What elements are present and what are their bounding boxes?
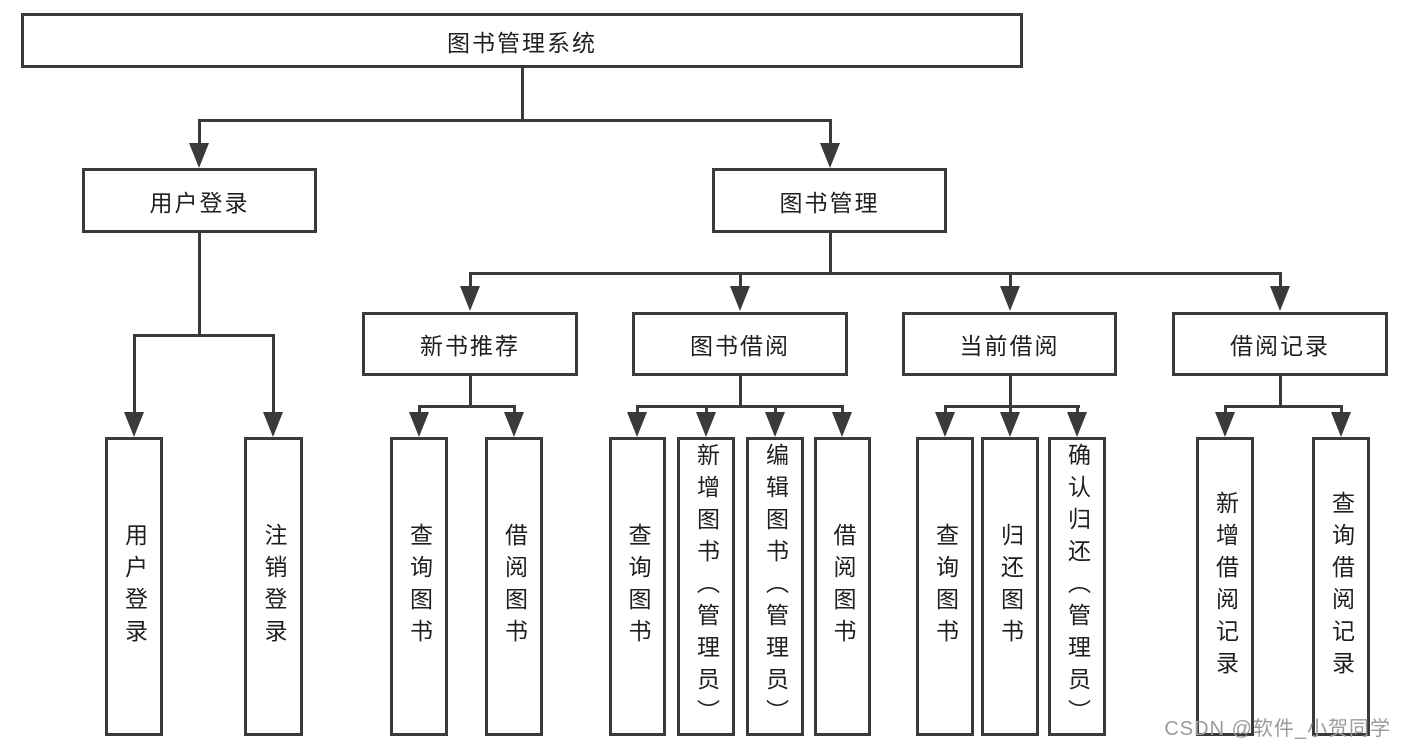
connector-line (774, 405, 777, 417)
leaf-label: 借阅图书 (830, 522, 856, 651)
csdn-watermark: CSDN @软件_小贺同学 (1164, 718, 1391, 740)
node-label: 用户登录 (149, 189, 250, 216)
arrowhead-icon (820, 143, 840, 168)
connector-line (705, 405, 708, 417)
leaf-logout: 注销登录 (244, 437, 303, 736)
node-label: 当前借阅 (959, 333, 1060, 359)
leaf-borrow-books-recommendation: 借阅图书 (485, 437, 543, 736)
leaf-label: 查询图书 (625, 522, 651, 651)
connector-line (636, 405, 844, 408)
connector-line (1224, 405, 1343, 408)
arrowhead-icon (627, 412, 647, 437)
node-borrowing-records: 借阅记录 (1172, 312, 1388, 376)
node-current-borrowing: 当前借阅 (902, 312, 1117, 376)
arrowhead-icon (263, 412, 283, 437)
arrowhead-icon (460, 286, 480, 311)
arrowhead-icon (124, 412, 144, 437)
node-user-login: 用户登录 (82, 168, 317, 233)
connector-line (469, 376, 472, 407)
arrowhead-icon (832, 412, 852, 437)
arrowhead-icon (189, 143, 209, 168)
arrowhead-icon (1270, 286, 1290, 311)
node-label: 借阅记录 (1230, 333, 1330, 359)
connector-line (418, 405, 421, 417)
node-label: 图书管理系统 (447, 29, 597, 56)
connector-line (1009, 376, 1012, 407)
arrowhead-icon (696, 412, 716, 437)
leaf-label: 确认归还（管理员） (1064, 442, 1091, 731)
connector-line (469, 272, 472, 290)
connector-line (1224, 405, 1227, 417)
arrowhead-icon (1215, 412, 1235, 437)
leaf-confirm-return-admin: 确认归还（管理员） (1048, 437, 1106, 736)
connector-line (636, 405, 639, 417)
arrowhead-icon (1000, 412, 1020, 437)
connector-line (1009, 272, 1012, 290)
leaf-query-borrow-record: 查询借阅记录 (1312, 437, 1370, 736)
connector-line (133, 334, 136, 416)
leaf-label: 借阅图书 (501, 522, 528, 651)
arrowhead-icon (730, 286, 750, 311)
node-book-management: 图书管理 (712, 168, 947, 233)
connector-line (133, 334, 275, 337)
connector-line (198, 119, 201, 147)
leaf-label: 新增图书（管理员） (693, 442, 720, 731)
leaf-label: 注销登录 (261, 522, 287, 651)
connector-line (1279, 272, 1282, 290)
connector-line (1279, 376, 1282, 407)
leaf-query-books-recommendation: 查询图书 (390, 437, 448, 736)
arrowhead-icon (765, 412, 785, 437)
leaf-add-books-admin: 新增图书（管理员） (677, 437, 735, 736)
connector-line (1076, 405, 1079, 417)
leaf-label: 用户登录 (121, 522, 148, 651)
connector-line (944, 405, 1080, 408)
connector-line (198, 119, 832, 122)
connector-line (272, 334, 275, 416)
connector-line (198, 233, 201, 336)
leaf-label: 新增借阅记录 (1212, 490, 1239, 683)
arrowhead-icon (1067, 412, 1087, 437)
arrowhead-icon (935, 412, 955, 437)
leaf-query-books-current: 查询图书 (916, 437, 974, 736)
connector-line (829, 233, 832, 274)
connector-line (521, 68, 524, 122)
connector-line (829, 119, 832, 147)
connector-line (739, 376, 742, 407)
connector-line (513, 405, 516, 417)
arrowhead-icon (1000, 286, 1020, 311)
leaf-user-login: 用户登录 (105, 437, 163, 736)
connector-line (841, 405, 844, 417)
leaf-label: 查询图书 (406, 522, 433, 651)
arrowhead-icon (504, 412, 524, 437)
node-label: 新书推荐 (420, 333, 520, 359)
leaf-label: 编辑图书（管理员） (762, 442, 789, 731)
leaf-edit-books-admin: 编辑图书（管理员） (746, 437, 804, 736)
arrowhead-icon (409, 412, 429, 437)
connector-line (418, 405, 516, 408)
connector-line (1009, 405, 1012, 417)
leaf-label: 查询借阅记录 (1328, 490, 1355, 683)
node-label: 图书借阅 (690, 333, 790, 359)
node-library-management-system: 图书管理系统 (21, 13, 1023, 68)
connector-line (739, 272, 742, 290)
node-new-book-recommendation: 新书推荐 (362, 312, 578, 376)
leaf-return-books: 归还图书 (981, 437, 1039, 736)
arrowhead-icon (1331, 412, 1351, 437)
connector-line (944, 405, 947, 417)
node-book-borrowing: 图书借阅 (632, 312, 848, 376)
leaf-add-borrow-record: 新增借阅记录 (1196, 437, 1254, 736)
connector-line (469, 272, 1282, 275)
node-label: 图书管理 (779, 189, 880, 216)
leaf-label: 归还图书 (997, 522, 1024, 651)
connector-line (1340, 405, 1343, 417)
leaf-borrow-books-borrowing: 借阅图书 (814, 437, 871, 736)
leaf-label: 查询图书 (932, 522, 959, 651)
leaf-query-books-borrowing: 查询图书 (609, 437, 666, 736)
